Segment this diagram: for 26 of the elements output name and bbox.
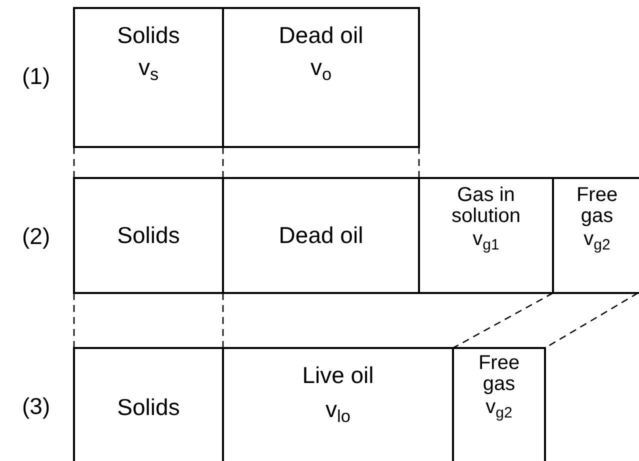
compartment-box bbox=[552, 177, 639, 294]
phase-name: Solids bbox=[117, 23, 180, 48]
phase-name: Dead oil bbox=[278, 23, 364, 48]
compartment-box bbox=[222, 177, 420, 294]
dashed-guide-line bbox=[452, 292, 554, 349]
compartment-box bbox=[452, 347, 546, 461]
dashed-guide-line bbox=[73, 293, 75, 348]
compartment-box bbox=[73, 347, 224, 461]
volume-symbol: v$_{s}$ bbox=[138, 55, 159, 80]
phase-name: Solids bbox=[117, 394, 180, 420]
stage-number: (2) bbox=[22, 223, 50, 250]
dashed-guide-line bbox=[73, 147, 75, 178]
volume-symbol: v$_{o}$ bbox=[310, 55, 332, 80]
volume-symbol: v$_{lo}$ bbox=[326, 397, 350, 422]
stage-number: (3) bbox=[22, 393, 50, 420]
compartment-box bbox=[73, 177, 224, 294]
dashed-guide-line bbox=[418, 147, 420, 178]
dashed-guide-line bbox=[222, 293, 224, 348]
compartment-box bbox=[418, 177, 554, 294]
phase-name: Live oil bbox=[302, 363, 374, 388]
compartment-box bbox=[222, 7, 420, 148]
dashed-guide-line bbox=[222, 147, 224, 178]
compartment-box bbox=[73, 7, 224, 148]
stage-number: (1) bbox=[22, 63, 50, 90]
phase-name: Dead oil bbox=[278, 223, 364, 248]
phase-name: Solids bbox=[117, 223, 180, 248]
